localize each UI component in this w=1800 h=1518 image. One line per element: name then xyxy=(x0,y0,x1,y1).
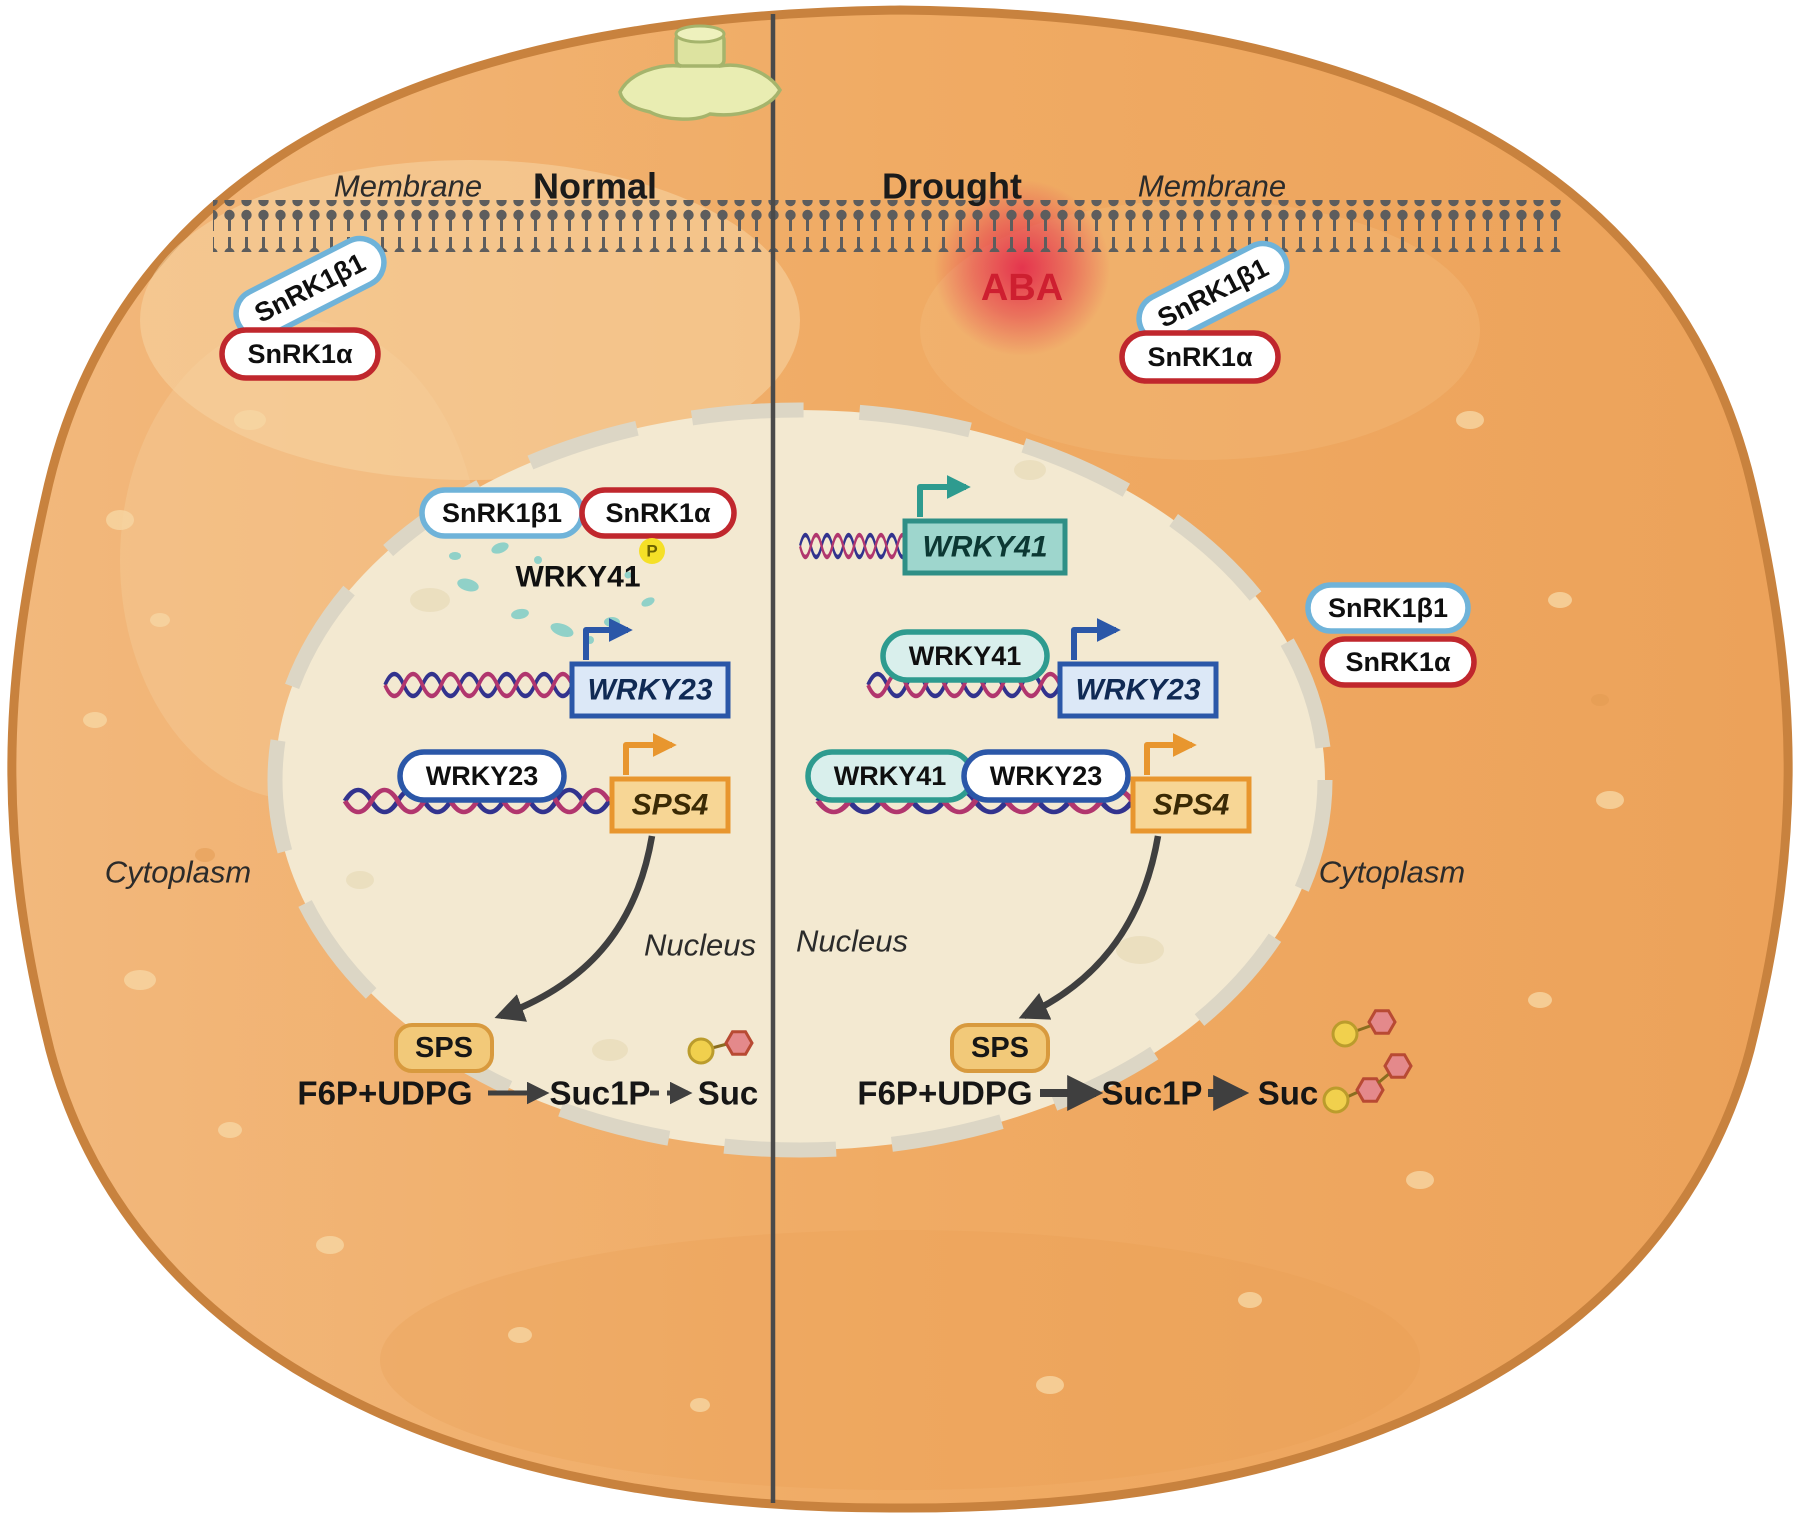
gene-label: WRKY23 xyxy=(1075,674,1200,707)
protein-pill-snrk1a-cytoplasm-right: SnRK1α xyxy=(1319,636,1477,688)
promoter-arrow-wrky23-left xyxy=(583,618,633,660)
reaction-substrates-left: F6P+UDPG xyxy=(297,1075,472,1112)
gene-box-wrky23-right: WRKY23 xyxy=(1057,661,1219,719)
reaction-product-left: Suc xyxy=(698,1075,759,1112)
sps-badge-left: SPS xyxy=(394,1023,494,1073)
cytoplasm-label-left: Cytoplasm xyxy=(105,855,251,890)
reaction-product-right: Suc xyxy=(1258,1075,1319,1112)
reaction-intermediate-left: Suc1P xyxy=(550,1075,651,1112)
protein-pill-snrk1b1-nucleus-left: SnRK1β1 xyxy=(419,487,585,539)
promoter-arrow-sps4-left xyxy=(623,733,677,775)
aba-label: ABA xyxy=(981,267,1063,309)
nucleus-texture xyxy=(346,460,1164,1061)
gene-box-wrky41-right: WRKY41 xyxy=(902,518,1068,576)
sps-label: SPS xyxy=(415,1032,473,1064)
wrky41-protein-label-left: WRKY41 xyxy=(515,561,640,594)
sps-expression-arrow-right xyxy=(1018,835,1162,1020)
protein-label: SnRK1α xyxy=(1147,342,1253,372)
protein-label: SnRK1α xyxy=(605,498,711,528)
protein-pill-wrky41-right-1: WRKY41 xyxy=(880,629,1050,683)
gene-box-sps4-right: SPS4 xyxy=(1130,776,1252,834)
gene-box-wrky23-left: WRKY23 xyxy=(569,661,731,719)
membrane-label-left: Membrane xyxy=(334,169,482,204)
protein-pill-snrk1a-membrane-left: SnRK1α xyxy=(219,327,381,381)
protein-pill-wrky41-right-2: WRKY41 xyxy=(805,749,975,803)
protein-label: SnRK1β1 xyxy=(442,498,562,528)
gene-label: WRKY41 xyxy=(922,531,1047,564)
membrane-bilayer xyxy=(213,200,1562,252)
gene-label: SPS4 xyxy=(1153,789,1230,822)
protein-pill-snrk1a-membrane-right: SnRK1α xyxy=(1119,330,1281,384)
protein-pill-snrk1a-nucleus-left: SnRK1α xyxy=(579,487,737,539)
wrky41-degradation-splatter xyxy=(449,542,655,644)
panel-title-drought: Drought xyxy=(882,166,1022,207)
protein-pill-wrky23-right: WRKY23 xyxy=(961,749,1131,803)
sps-expression-arrow-left xyxy=(494,835,656,1022)
protein-pill-snrk1b1-cytoplasm-right: SnRK1β1 xyxy=(1305,582,1471,634)
phosphate-label: P xyxy=(646,542,657,561)
membrane-label-right: Membrane xyxy=(1138,169,1286,204)
nucleus-label-left: Nucleus xyxy=(644,928,756,963)
sps-label: SPS xyxy=(971,1032,1029,1064)
reaction-intermediate-right: Suc1P xyxy=(1102,1075,1203,1112)
gene-label: SPS4 xyxy=(632,789,709,822)
protein-label: WRKY23 xyxy=(426,761,539,791)
sps-badge-right: SPS xyxy=(950,1023,1050,1073)
sucrose-cluster-right xyxy=(1322,1009,1413,1114)
protein-label: WRKY41 xyxy=(834,761,947,791)
nucleus xyxy=(267,402,1333,1158)
protein-label: WRKY41 xyxy=(909,641,1022,671)
protein-pill-wrky23-left: WRKY23 xyxy=(397,749,567,803)
protein-label: WRKY23 xyxy=(990,761,1103,791)
promoter-arrow-wrky41-right xyxy=(917,475,971,517)
reaction-substrates-right: F6P+UDPG xyxy=(857,1075,1032,1112)
protein-label: SnRK1β1 xyxy=(1328,593,1448,623)
panel-title-normal: Normal xyxy=(533,166,657,207)
fruit-stem-icon xyxy=(618,24,783,121)
gene-label: WRKY23 xyxy=(587,674,712,707)
phosphate-badge: P xyxy=(639,538,665,564)
protein-label: SnRK1α xyxy=(247,339,353,369)
promoter-arrow-sps4-right xyxy=(1144,733,1197,775)
nucleus-label-right: Nucleus xyxy=(796,924,908,959)
cytoplasm-label-right: Cytoplasm xyxy=(1319,855,1465,890)
sucrose-icon-left xyxy=(687,1030,754,1065)
protein-label: SnRK1α xyxy=(1345,647,1451,677)
promoter-arrow-wrky23-right xyxy=(1071,618,1121,660)
gene-box-sps4-left: SPS4 xyxy=(609,776,731,834)
